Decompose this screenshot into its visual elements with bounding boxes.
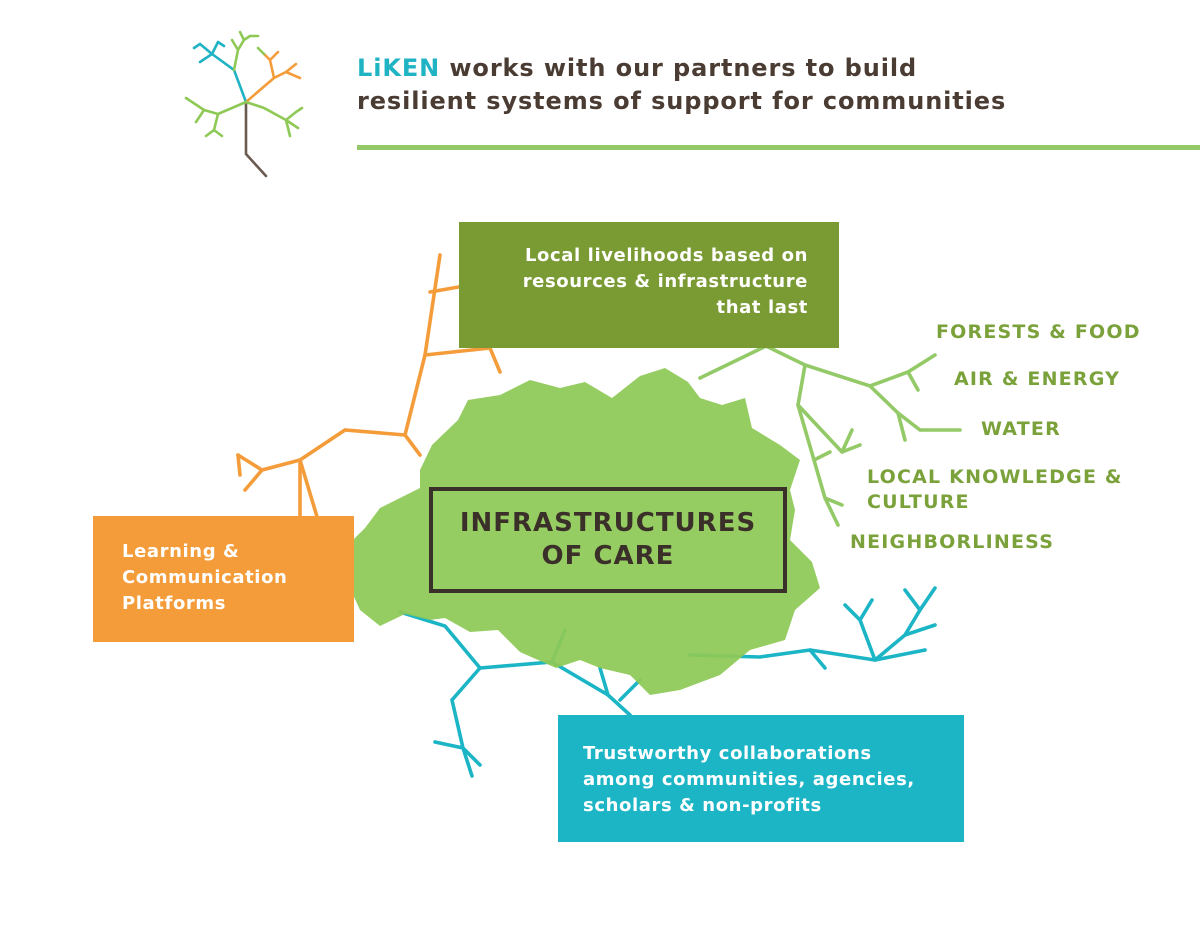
livelihoods-line-2: resources & infrastructure: [522, 271, 808, 292]
label-local-knowledge-line-1: LOCAL KNOWLEDGE &: [867, 466, 1123, 488]
collaborations-box: Trustworthy collaborations among communi…: [558, 715, 964, 842]
livelihoods-box: Local livelihoods based on resources & i…: [459, 222, 839, 348]
learning-line-2: Communication: [122, 567, 288, 588]
leaf-canopy-shape: [322, 368, 820, 695]
livelihoods-line-1: Local livelihoods based on: [524, 245, 808, 266]
label-local-knowledge-line-2: CULTURE: [867, 491, 970, 513]
learning-line-3: Platforms: [122, 593, 227, 614]
label-local-knowledge: LOCAL KNOWLEDGE & CULTURE: [867, 465, 1123, 515]
learning-box: Learning & Communication Platforms: [93, 516, 354, 642]
center-title-line-2: OF CARE: [541, 541, 675, 571]
collaborations-line-2: among communities, agencies,: [583, 769, 915, 790]
headline-line-2: resilient systems of support for communi…: [357, 87, 1007, 115]
center-title-line-1: INFRASTRUCTURES: [459, 508, 757, 538]
label-air-energy: AIR & ENERGY: [954, 368, 1121, 390]
liken-tree-logo: [184, 30, 304, 178]
blue-branches: [398, 586, 937, 778]
label-water: WATER: [981, 418, 1061, 440]
brand-name: LiKEN: [357, 54, 441, 82]
headline-line-1: works with our partners to build: [440, 54, 918, 82]
collaborations-line-1: Trustworthy collaborations: [583, 743, 872, 764]
collaborations-line-3: scholars & non-profits: [583, 795, 822, 816]
header-headline: LiKEN works with our partners to build r…: [357, 52, 1006, 118]
label-forests-food: FORESTS & FOOD: [936, 321, 1141, 343]
livelihoods-line-3: that last: [716, 297, 808, 318]
center-frame: INFRASTRUCTURES OF CARE: [429, 487, 787, 593]
light-green-branches: [698, 343, 962, 527]
learning-line-1: Learning &: [122, 541, 240, 562]
header-rule: [357, 145, 1200, 150]
label-neighborliness: NEIGHBORLINESS: [850, 531, 1055, 553]
